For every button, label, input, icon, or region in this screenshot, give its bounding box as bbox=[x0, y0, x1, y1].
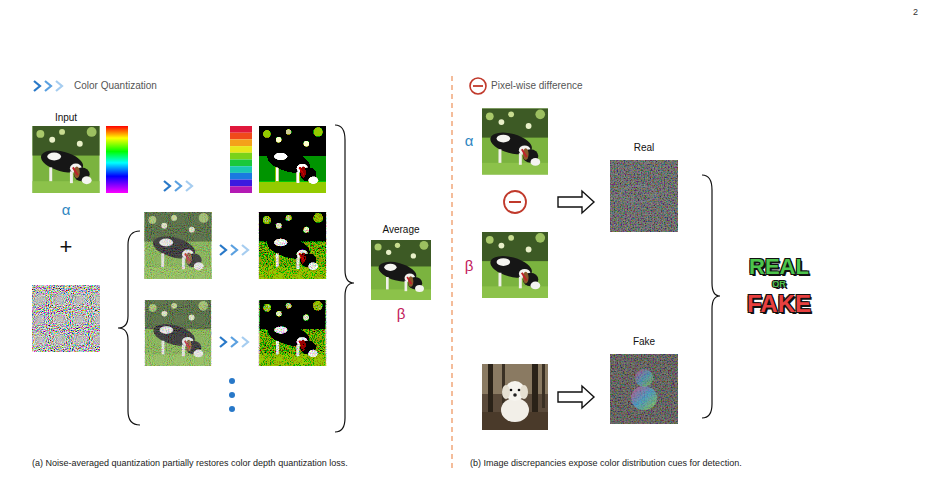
image-heading: Fake bbox=[633, 337, 655, 347]
hollow-arrow bbox=[558, 386, 594, 408]
noise-image bbox=[32, 285, 100, 352]
quantized-noisy-image bbox=[258, 300, 327, 366]
beta-symbol: β bbox=[397, 306, 406, 321]
page-number: 2 bbox=[913, 8, 918, 17]
right-brace bbox=[702, 175, 720, 418]
alpha-image bbox=[482, 109, 548, 175]
quantized-color-bar bbox=[230, 126, 252, 193]
left-brace bbox=[118, 231, 140, 425]
fake-difference-image bbox=[610, 354, 678, 424]
quantized-noisy-image bbox=[258, 212, 327, 279]
right-brace bbox=[335, 125, 354, 432]
ellipsis-dots bbox=[229, 378, 235, 412]
logo-word: REAL bbox=[749, 256, 809, 278]
quantization-arrow bbox=[220, 245, 248, 255]
quantization-arrow bbox=[164, 181, 192, 191]
difference-operator bbox=[504, 191, 526, 213]
average-image bbox=[371, 240, 431, 300]
real-difference-image bbox=[610, 160, 678, 232]
subfigure-caption: (b) Image discrepancies expose color dis… bbox=[470, 459, 742, 468]
alpha-symbol: α bbox=[62, 202, 71, 217]
input-image bbox=[33, 126, 100, 193]
logo-word: FAKE bbox=[747, 292, 811, 316]
color-bar bbox=[106, 126, 128, 193]
beta-image bbox=[482, 232, 548, 298]
image-panel: Average β bbox=[366, 222, 436, 326]
fake-input-image bbox=[482, 364, 548, 430]
hollow-arrow bbox=[558, 191, 594, 213]
legend-text: Pixel-wise difference bbox=[491, 81, 583, 91]
image-heading: Input bbox=[55, 113, 77, 123]
image-panel: β bbox=[460, 230, 552, 300]
logo-word: OR bbox=[772, 280, 786, 289]
noisy-image bbox=[144, 300, 212, 366]
alpha-symbol: α bbox=[465, 133, 474, 148]
image-panel: Input α bbox=[28, 110, 134, 222]
quantized-image bbox=[259, 126, 326, 193]
image-panel: Real bbox=[606, 140, 682, 236]
quantization-arrow bbox=[220, 337, 248, 347]
image-heading: Real bbox=[634, 143, 655, 153]
legend-text: Color Quantization bbox=[74, 81, 157, 91]
beta-symbol: β bbox=[465, 258, 474, 273]
image-panel: α bbox=[460, 106, 552, 178]
noisy-image bbox=[144, 212, 212, 279]
quantization-icon bbox=[34, 81, 62, 91]
plus-sign: + bbox=[60, 236, 73, 258]
image-heading: Average bbox=[382, 225, 419, 235]
panel-divider bbox=[451, 76, 452, 472]
difference-icon bbox=[470, 78, 486, 94]
subfigure-caption: (a) Noise-averaged quantization partiall… bbox=[32, 459, 348, 468]
image-panel: Fake bbox=[606, 334, 682, 428]
